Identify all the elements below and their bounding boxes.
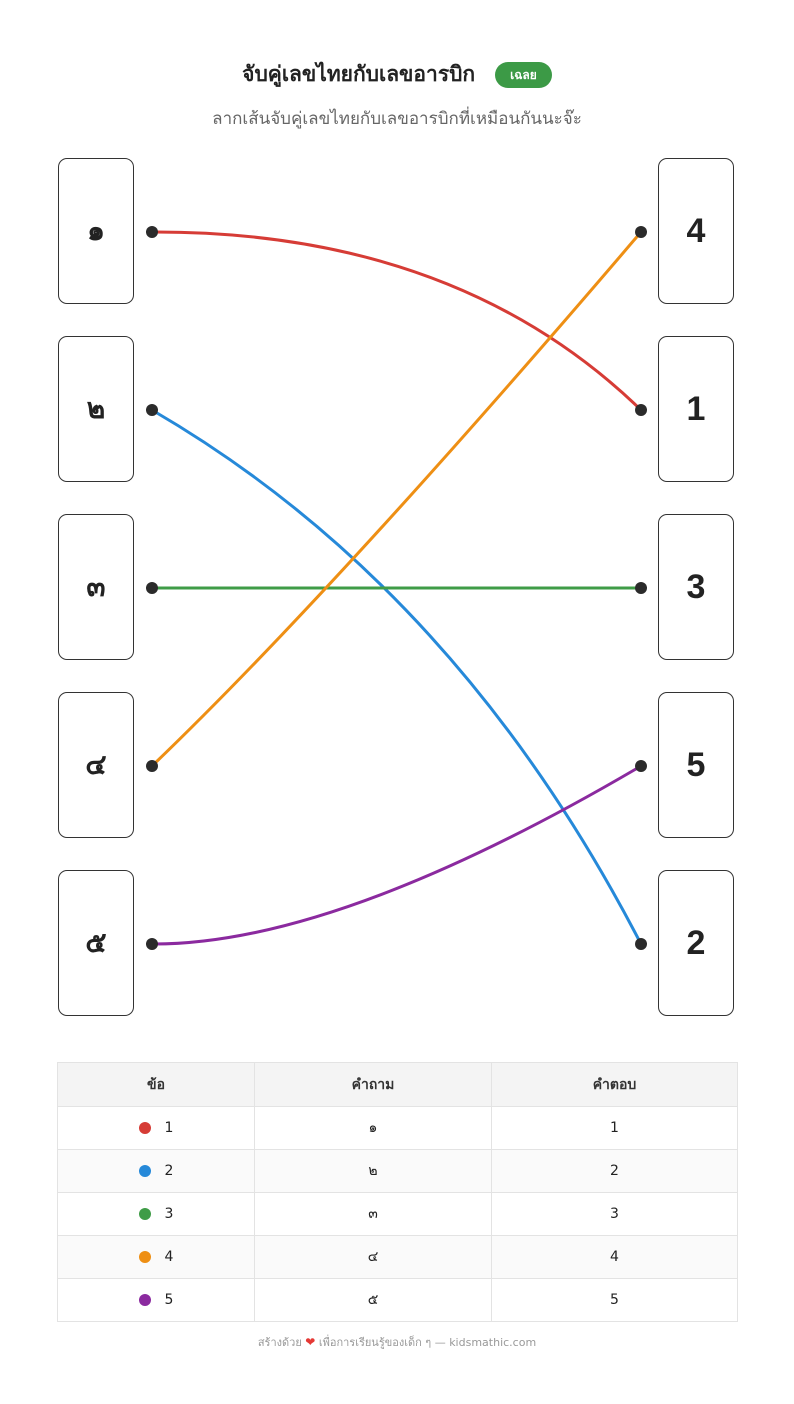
column-header-no: ข้อ <box>57 1062 255 1107</box>
match-line-5 <box>150 764 643 946</box>
table-header-row: ข้อ คำถาม คำตอบ <box>57 1062 738 1107</box>
right-card-number: 1 <box>686 389 706 428</box>
table-row: 3 ๓ 3 <box>57 1192 738 1236</box>
right-card-4: 5 <box>658 692 734 838</box>
row-no-cell: 3 <box>57 1192 255 1236</box>
answer-cell: 4 <box>491 1235 738 1279</box>
match-line-2 <box>150 408 643 946</box>
matching-lines-canvas <box>146 226 647 950</box>
row-number: 1 <box>164 1120 174 1136</box>
right-card-number: 3 <box>686 567 706 606</box>
row-number: 2 <box>164 1163 174 1179</box>
right-card-3: 3 <box>658 514 734 660</box>
table-row: 1 ๑ 1 <box>57 1106 738 1150</box>
question-cell: ๕ <box>254 1278 492 1322</box>
footer-prefix: สร้างด้วย <box>257 1336 302 1349</box>
left-card-number: ๑ <box>87 214 105 247</box>
left-card-1: ๑ <box>58 158 134 304</box>
answer-cell: 3 <box>491 1192 738 1236</box>
left-connector-dot-1[interactable] <box>146 226 158 238</box>
left-card-3: ๓ <box>58 514 134 660</box>
color-dot <box>138 1122 151 1134</box>
row-number: 5 <box>164 1292 174 1308</box>
column-header-answer: คำตอบ <box>491 1062 738 1107</box>
right-card-number: 2 <box>686 923 706 962</box>
title-row: จับคู่เลขไทยกับเลขอารบิก เฉลย <box>0 58 794 91</box>
right-connector-dot-3[interactable] <box>635 582 647 594</box>
color-dot <box>138 1165 151 1177</box>
right-connector-dot-5[interactable] <box>635 938 647 950</box>
row-no-cell: 5 <box>57 1278 255 1322</box>
answer-cell: 2 <box>491 1149 738 1193</box>
question-cell: ๑ <box>254 1106 492 1150</box>
right-card-number: 4 <box>686 211 706 250</box>
left-card-number: ๒ <box>86 392 106 425</box>
left-connector-dot-4[interactable] <box>146 760 158 772</box>
right-card-number: 5 <box>686 745 706 784</box>
match-line-4 <box>150 230 643 768</box>
right-connector-dot-2[interactable] <box>635 404 647 416</box>
question-cell: ๔ <box>254 1235 492 1279</box>
column-header-question: คำถาม <box>254 1062 492 1107</box>
left-connector-dot-2[interactable] <box>146 404 158 416</box>
left-card-number: ๔ <box>85 748 107 781</box>
footer-suffix: เพื่อการเรียนรู้ของเด็ก ๆ — kidsmathic.c… <box>318 1336 537 1349</box>
color-dot <box>138 1208 151 1220</box>
table-row: 5 ๕ 5 <box>57 1278 738 1322</box>
page-title: จับคู่เลขไทยกับเลขอารบิก <box>242 62 476 86</box>
left-card-2: ๒ <box>58 336 134 482</box>
row-no-cell: 1 <box>57 1106 255 1150</box>
left-connector-dot-3[interactable] <box>146 582 158 594</box>
row-no-cell: 2 <box>57 1149 255 1193</box>
header: จับคู่เลขไทยกับเลขอารบิก เฉลย ลากเส้นจับ… <box>0 58 794 132</box>
row-number: 3 <box>164 1206 174 1222</box>
right-connector-dot-1[interactable] <box>635 226 647 238</box>
table-row: 2 ๒ 2 <box>57 1149 738 1193</box>
left-card-number: ๓ <box>86 570 106 603</box>
footer: สร้างด้วย ❤ เพื่อการเรียนรู้ของเด็ก ๆ — … <box>0 1333 794 1351</box>
left-card-5: ๕ <box>58 870 134 1016</box>
row-no-cell: 4 <box>57 1235 255 1279</box>
answer-cell: 5 <box>491 1278 738 1322</box>
color-dot <box>138 1251 151 1263</box>
heart-icon: ❤ <box>305 1335 316 1349</box>
answer-cell: 1 <box>491 1106 738 1150</box>
right-card-5: 2 <box>658 870 734 1016</box>
question-cell: ๓ <box>254 1192 492 1236</box>
right-card-2: 1 <box>658 336 734 482</box>
left-card-number: ๕ <box>85 926 107 959</box>
answer-key-badge: เฉลย <box>495 61 552 88</box>
right-connector-dot-4[interactable] <box>635 760 647 772</box>
color-dot <box>138 1294 151 1306</box>
page-subtitle: ลากเส้นจับคู่เลขไทยกับเลขอารบิกที่เหมือน… <box>212 109 582 129</box>
match-line-1 <box>150 230 643 412</box>
row-number: 4 <box>164 1249 174 1265</box>
answer-table: ข้อ คำถาม คำตอบ 1 ๑ 1 2 ๒ 2 3 ๓ 3 4 ๔ 4 … <box>57 1062 738 1322</box>
right-card-1: 4 <box>658 158 734 304</box>
table-row: 4 ๔ 4 <box>57 1235 738 1279</box>
question-cell: ๒ <box>254 1149 492 1193</box>
left-connector-dot-5[interactable] <box>146 938 158 950</box>
left-card-4: ๔ <box>58 692 134 838</box>
